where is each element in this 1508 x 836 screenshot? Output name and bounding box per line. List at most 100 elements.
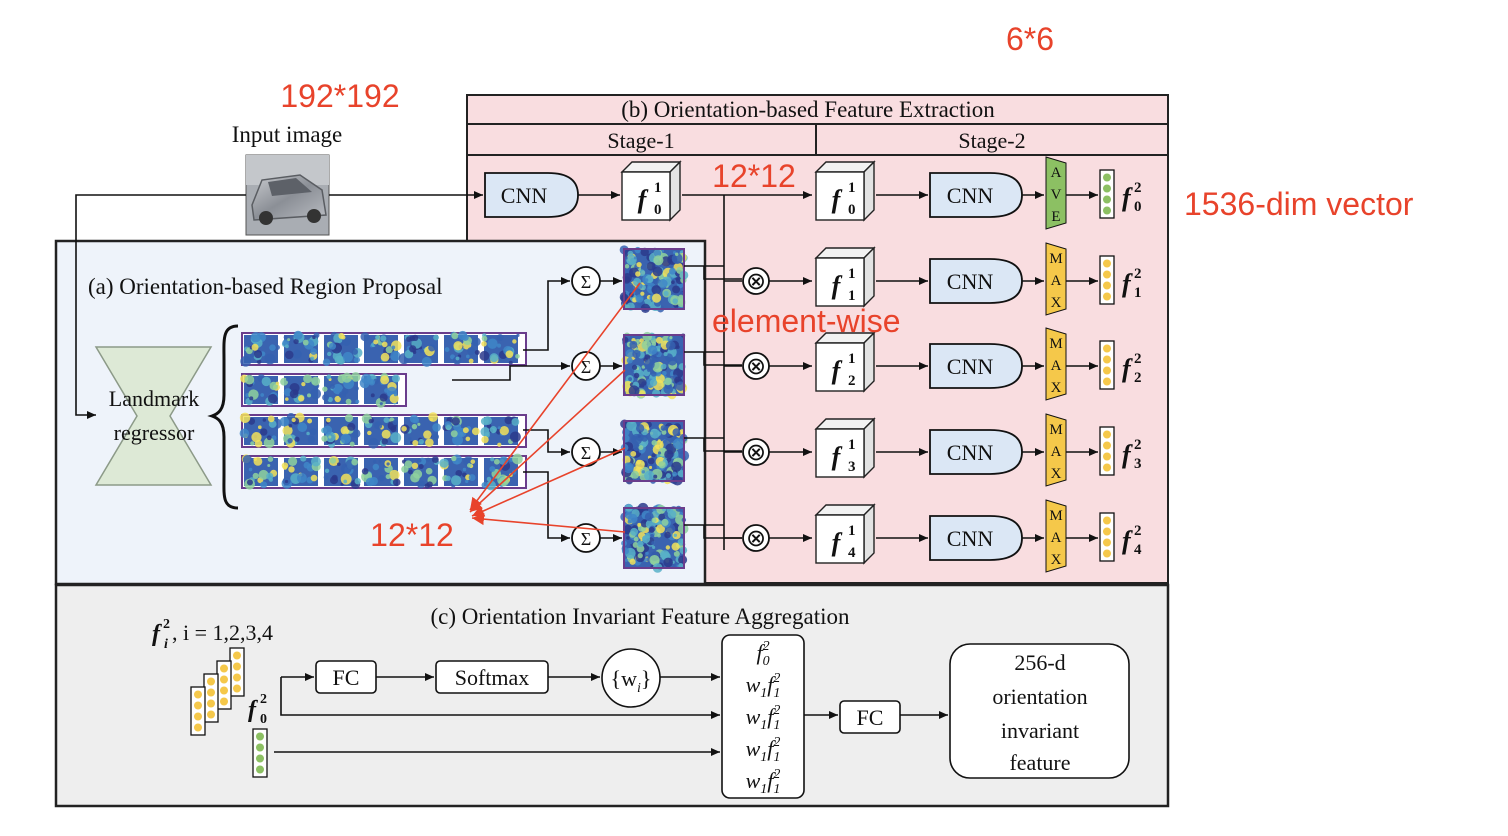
concat-item: f02 — [756, 639, 769, 669]
svg-text:E: E — [1051, 209, 1060, 225]
annotation-1536-dim: 1536-dim vector — [1184, 186, 1414, 222]
aggregated-heatmap — [621, 331, 688, 400]
input-car-image — [245, 154, 330, 236]
feature-label: f — [832, 185, 843, 214]
svg-text:X: X — [1051, 552, 1062, 568]
stage2-feature-subscript: 2 — [1134, 370, 1142, 386]
f0-vector — [252, 728, 268, 778]
feature-label: f — [832, 356, 843, 385]
svg-text:regressor: regressor — [114, 420, 195, 445]
feature-label: f — [832, 271, 843, 300]
feature-superscript: 1 — [848, 523, 856, 539]
annotation-6x6: 6*6 — [1006, 21, 1054, 57]
svg-text:CNN: CNN — [947, 440, 994, 465]
aggregated-heatmap — [619, 245, 689, 313]
svg-text:feature: feature — [1009, 750, 1070, 775]
stage2-feature-superscript: 2 — [1134, 266, 1142, 282]
fc-box-1: FC — [315, 660, 377, 694]
svg-text:FC: FC — [333, 665, 360, 690]
svg-text:orientation: orientation — [992, 684, 1087, 709]
heatmap-cell — [359, 372, 400, 408]
stacked-input-vectors — [190, 647, 245, 736]
stage2-feature-subscript: 4 — [1134, 542, 1142, 558]
heatmap-cell — [361, 458, 401, 487]
svg-text:2: 2 — [260, 692, 267, 707]
sum-symbol: Σ — [581, 443, 591, 463]
svg-text:CNN: CNN — [501, 183, 548, 208]
stacked-vector — [216, 660, 232, 710]
stage2-cnn: CNN — [929, 429, 1023, 475]
aggregated-heatmap — [620, 502, 689, 573]
svg-text:f: f — [248, 697, 258, 723]
heatmap-cell — [398, 334, 439, 367]
stacked-vector — [190, 686, 206, 736]
svg-text:X: X — [1051, 466, 1062, 482]
stage2-cnn: CNN — [929, 343, 1023, 389]
heatmap-cell — [360, 332, 402, 363]
red-annotation-arrows — [469, 282, 641, 533]
multiply-symbol: ⊗ — [746, 439, 766, 466]
aggregated-heatmaps — [619, 245, 742, 573]
svg-text:i: i — [164, 637, 168, 652]
multiply-symbol: ⊗ — [746, 525, 766, 552]
concat-item: w1f12 — [746, 703, 781, 733]
panel-c-f0-label: f 2 0 — [248, 692, 267, 727]
concat-box — [721, 634, 805, 799]
annotation-192x192: 192*192 — [280, 78, 399, 114]
svg-text:FC: FC — [857, 705, 884, 730]
stacked-vector — [229, 647, 245, 697]
heatmap-strips — [239, 330, 527, 491]
stage2-feature-subscript: 1 — [1134, 285, 1142, 301]
sum-symbol: Σ — [581, 529, 591, 549]
stacked-vector — [203, 673, 219, 723]
heatmap-cell — [323, 455, 361, 490]
panel-b-title: (b) Orientation-based Feature Extraction — [621, 97, 995, 122]
max-pool: MAX — [1045, 499, 1067, 573]
feature-subscript: 4 — [848, 545, 856, 561]
panel-c-input-label: f 2 i , i = 1,2,3,4 — [152, 617, 273, 652]
aggregated-heatmap — [620, 419, 690, 486]
max-pool: MAX — [1045, 242, 1067, 316]
heatmap-cell — [240, 374, 280, 406]
stage2-cnn: CNN — [929, 515, 1023, 561]
feature-superscript: 1 — [848, 351, 856, 367]
svg-text:{wi}: {wi} — [611, 666, 652, 696]
svg-text:A: A — [1051, 165, 1062, 181]
heatmap-cell — [240, 332, 280, 367]
feature-subscript: 2 — [848, 373, 856, 389]
feature-superscript: 1 — [848, 437, 856, 453]
annotation-12x12-stage1: 12*12 — [712, 158, 796, 194]
svg-text:invariant: invariant — [1001, 718, 1079, 743]
heatmap-cell — [361, 413, 402, 449]
concat-item: w1f12 — [746, 671, 781, 701]
max-pool: MAX — [1045, 413, 1067, 487]
heatmap-cell — [322, 372, 361, 405]
svg-text:2: 2 — [163, 617, 170, 632]
svg-text:M: M — [1049, 251, 1062, 267]
feature-subscript: 1 — [848, 288, 856, 304]
svg-text:256-d: 256-d — [1014, 650, 1065, 675]
heatmap-cell — [281, 330, 320, 363]
feature-superscript: 1 — [654, 180, 662, 196]
svg-text:M: M — [1049, 422, 1062, 438]
svg-text:X: X — [1051, 380, 1062, 396]
output-feature-box: 256-d orientation invariant feature — [949, 643, 1130, 779]
svg-text:CNN: CNN — [947, 183, 994, 208]
svg-text:CNN: CNN — [947, 526, 994, 551]
grouping-brace — [207, 324, 239, 510]
heatmap-cell — [442, 416, 480, 446]
stage2-vector — [1099, 512, 1115, 562]
svg-text:V: V — [1051, 187, 1062, 203]
stage-2-label: Stage-2 — [958, 128, 1025, 153]
svg-text:A: A — [1051, 273, 1062, 289]
concat-item: w1f12 — [746, 735, 781, 765]
stage2-feature-label: f — [1122, 354, 1133, 383]
